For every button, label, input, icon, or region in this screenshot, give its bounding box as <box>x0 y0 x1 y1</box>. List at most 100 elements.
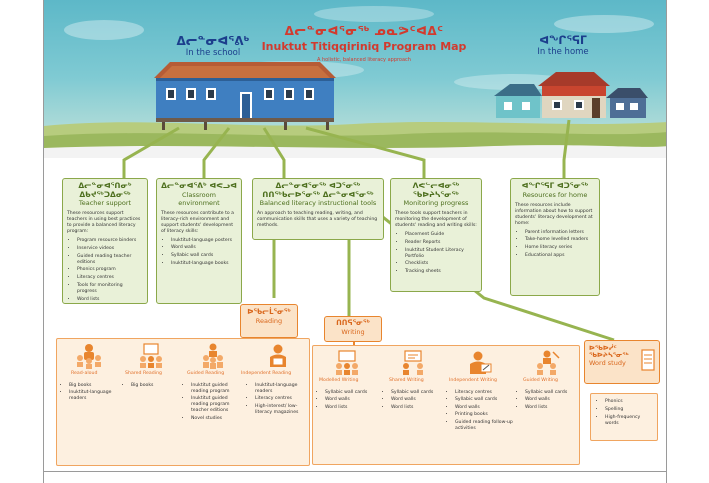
list-item: Syllabic wall cards <box>525 390 575 396</box>
writing-row: Modelled Writing Syllabic wall cards Wor… <box>312 345 580 465</box>
card-list: Placement Guide Reader Reports Inuktitut… <box>395 232 477 275</box>
card-title: Monitoring progress <box>403 199 469 208</box>
list-item: Novel studies <box>191 416 243 422</box>
list-item: Tools for monitoring progress <box>77 283 143 295</box>
list-item: Educational apps <box>525 253 595 259</box>
shared-reading-list: Big books <box>123 383 179 390</box>
list-item: Syllabic wall cards <box>171 253 237 259</box>
list-item: High-interest/ low-literacy magazines <box>255 404 305 416</box>
home-label-english: In the home <box>537 47 589 57</box>
card-balanced-literacy: ᐃᓕᓐᓂᐊᕐᓂᖅ ᐊᑐᕐᓂᖅ ᑎᑎᖅᑲᓕᐅᕐᓂᖅ ᐃᓕᓐᓂᐊᕐᓂᖅ Balanc… <box>252 178 384 240</box>
list-item: Word lists <box>391 405 443 411</box>
read-aloud-list: Big books Inuktitut-language readers <box>61 383 119 404</box>
writing-label: ᑎᑎᕋᕐᓂᖅ Writing <box>324 316 382 342</box>
guided-writing-list: Syllabic wall cards Word walls Word list… <box>517 390 575 412</box>
card-list: Program resource binders Inservice video… <box>67 238 143 303</box>
guided-reading-name: Guided Reading <box>187 371 225 376</box>
home-label-syllabics: ᐊᖏᕐᕋᒥ <box>539 34 587 47</box>
list-item: Inuktitut guided reading program <box>191 383 243 395</box>
list-item: Word lists <box>77 297 143 303</box>
guided-group-icon <box>203 343 223 369</box>
list-item: Literacy centres <box>255 396 305 402</box>
card-list: Parent information letters Take-home lev… <box>515 230 595 259</box>
card-resources-for-home: ᐊᖏᕐᕋᒥ ᐊᑐᕐᓂᖅ Resources for home These res… <box>510 178 600 296</box>
shared-writing-name: Shared Writing <box>389 378 424 383</box>
list-item: Big books <box>69 383 119 389</box>
list-item: Syllabic wall cards <box>325 390 379 396</box>
list-item: Guided reading teacher editions <box>77 254 143 266</box>
card-syllabics: ᐃᓕᓐᓂᐊᕐᓂᖅ ᐊᑐᕐᓂᖅ ᑎᑎᖅᑲᓕᐅᕐᓂᖅ ᐃᓕᓐᓂᐊᕐᓂᖅ <box>262 181 374 199</box>
word-study-title: Word study <box>589 359 626 368</box>
houses-illustration <box>154 62 648 130</box>
card-syllabics: ᐱᕙᓪᓕᐊᓂᖅ ᖃᐅᔨᓴᕐᓂᖅ <box>412 181 460 199</box>
card-title: Teacher support <box>78 199 132 208</box>
school-label-syllabics: ᐃᓕᓐᓂᐊᕐᕕᒃ <box>176 34 250 48</box>
shared-writing-list: Syllabic wall cards Word walls Word list… <box>383 390 443 412</box>
shared-writing-icon <box>403 350 423 375</box>
guided-writing-icon <box>537 350 560 375</box>
list-item: Parent information letters <box>525 230 595 236</box>
title-syllabics: ᐃᓕᓐᓂᐊᕐᓂᖅ ᓄᓇᕗᑦᐊᐃᑦ <box>284 24 444 38</box>
list-item: Phonics program <box>77 267 143 273</box>
list-item: Phonics <box>605 399 652 405</box>
list-item: Inuktitut-language readers <box>69 390 119 402</box>
shared-book-icon <box>140 343 162 368</box>
list-item: High-frequency words <box>605 415 652 428</box>
list-item: Word walls <box>391 397 443 403</box>
group-reading-icon <box>77 344 101 369</box>
shared-reading-name: Shared Reading <box>125 371 163 376</box>
word-study-label: ᐅᖃᐅᓰᑦ ᖃᐅᔨᓴᕐᓂᖅ Word study <box>584 340 660 384</box>
card-title: Resources for home <box>522 190 588 199</box>
school-label: ᐃᓕᓐᓂᐊᕐᕕᒃ In the school <box>168 34 258 58</box>
reading-title: Reading <box>255 316 283 325</box>
program-map-page: ᐃᓕᓐᓂᐊᕐᕕᒃ In the school ᐃᓕᓐᓂᐊᕐᓂᖅ ᓄᓇᕗᑦᐊᐃᑦ … <box>43 0 667 483</box>
independent-reading-name: Independent Reading <box>241 371 292 376</box>
page-subtitle: A holistic, balanced literacy approach <box>317 57 411 63</box>
independent-writer-icon <box>470 351 492 374</box>
list-item: Literacy centres <box>77 275 143 281</box>
list-item: Home literacy series <box>525 245 595 251</box>
list-item: Syllabic wall cards <box>455 397 513 403</box>
card-monitoring-progress: ᐱᕙᓪᓕᐊᓂᖅ ᖃᐅᔨᓴᕐᓂᖅ Monitoring progress Thes… <box>390 178 482 292</box>
list-item: Word walls <box>325 397 379 403</box>
list-item: Reader Reports <box>405 240 477 246</box>
list-item: Word lists <box>325 405 379 411</box>
modelled-writing-name: Modelled Writing <box>319 378 359 383</box>
card-title: Classroom environment <box>178 190 220 207</box>
list-item: Printing books <box>455 412 513 418</box>
independent-writing-list: Literacy centres Syllabic wall cards Wor… <box>447 390 513 433</box>
list-item: Word walls <box>171 245 237 251</box>
list-item: Syllabic wall cards <box>391 390 443 396</box>
list-item: Tracking sheets <box>405 269 477 275</box>
school-label-english: In the school <box>185 48 241 58</box>
read-aloud-name: Read-aloud <box>71 371 98 376</box>
card-description: These resources contribute to a literacy… <box>161 210 234 234</box>
list-item: Checklists <box>405 261 477 267</box>
word-study-syllabics: ᐅᖃᐅᓰᑦ ᖃᐅᔨᓴᕐᓂᖅ <box>589 344 629 360</box>
list-item: Spelling <box>605 407 652 413</box>
modelled-writing-icon <box>336 350 358 375</box>
card-description: These resources include information abou… <box>515 202 593 226</box>
card-classroom-environment: ᐃᓕᓐᓂᐊᕐᕕᒃ ᐊᕙᓗᐊ Classroom environment Thes… <box>156 178 242 304</box>
list-item: Word walls <box>525 397 575 403</box>
list-item: Guided reading follow-up activities <box>455 420 513 432</box>
list-item: Placement Guide <box>405 232 477 238</box>
title-block: ᐃᓕᓐᓂᐊᕐᓂᖅ ᓄᓇᕗᑦᐊᐃᑦ Inuktut Titiqqiriniq Pr… <box>254 24 474 63</box>
list-item: Take-home levelled readers <box>525 237 595 243</box>
list-item: Literacy centres <box>455 390 513 396</box>
card-syllabics: ᐊᖏᕐᕋᒥ ᐊᑐᕐᓂᖅ <box>521 181 589 190</box>
modelled-writing-list: Syllabic wall cards Word walls Word list… <box>317 390 379 412</box>
list-item: Inservice videos <box>77 246 143 252</box>
writing-syllabics: ᑎᑎᕋᕐᓂᖅ <box>336 319 370 327</box>
reading-label: ᐅᖃᓕᒫᕐᓂᖅ Reading <box>240 304 298 338</box>
guided-writing-name: Guided Writing <box>523 378 558 383</box>
writing-title: Writing <box>341 327 365 336</box>
card-teacher-support: ᐃᓕᓐᓂᐊᕐᑎᓂᒃ ᐃᑲᔪᖅᑐᐃᓂᖅ Teacher support These… <box>62 178 148 304</box>
list-item: Inuktitut-language posters <box>171 238 237 244</box>
page-bottom-border <box>44 471 666 472</box>
card-syllabics: ᐃᓕᓐᓂᐊᕐᕕᒃ ᐊᕙᓗᐊ <box>161 181 237 190</box>
word-list-icon <box>641 349 655 371</box>
list-item: Inuktitut-language books <box>171 261 237 267</box>
list-item: Big books <box>131 383 179 389</box>
independent-reader-icon <box>270 344 286 367</box>
